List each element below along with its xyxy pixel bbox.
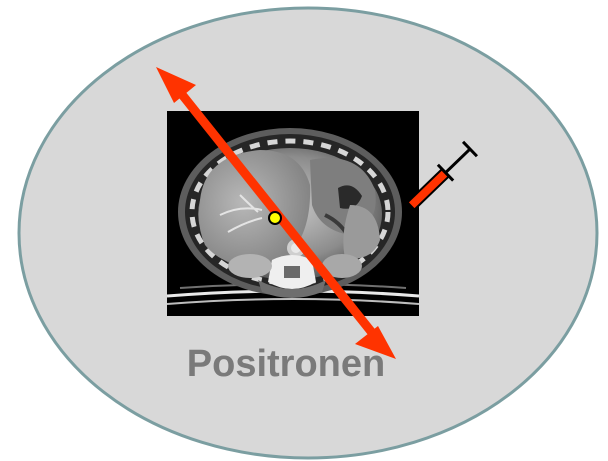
annihilation-point-icon <box>269 212 281 224</box>
caption-positronen: Positronen <box>187 343 385 385</box>
ct-scan-abdomen-image <box>167 111 419 316</box>
